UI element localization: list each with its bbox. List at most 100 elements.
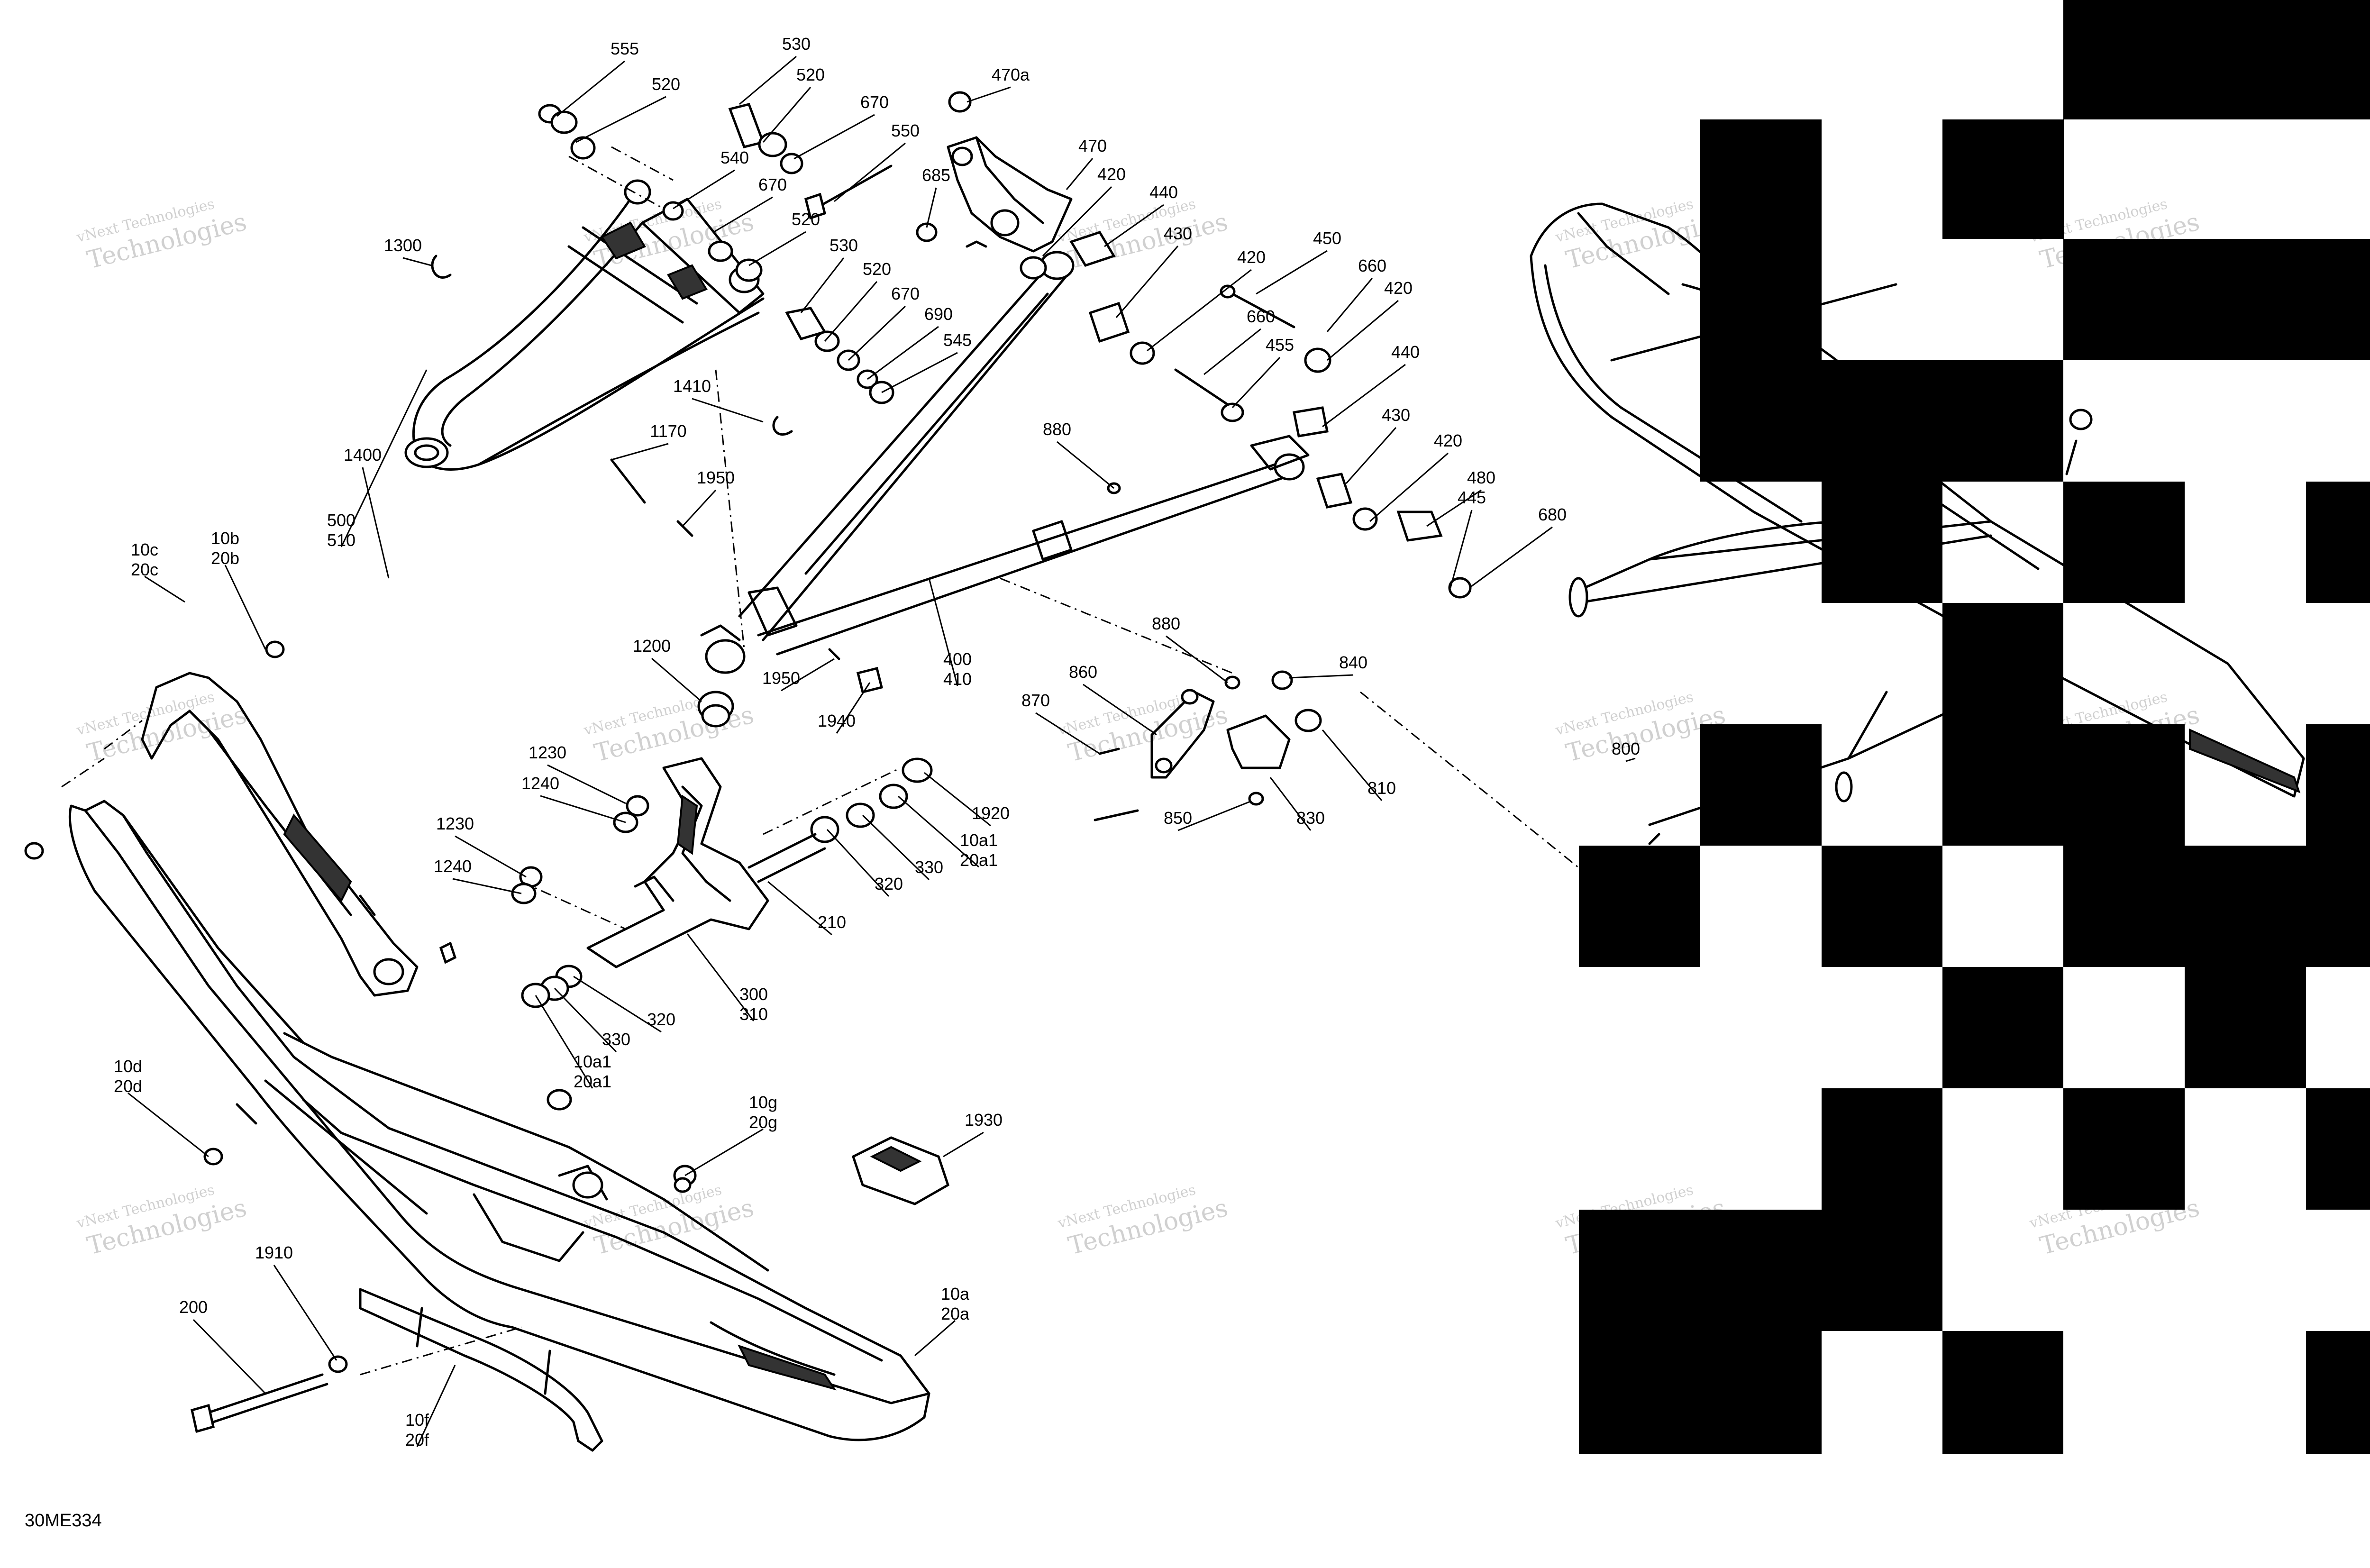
part-number-label: 1300 [384, 236, 422, 255]
part-number-label: 10b [211, 529, 239, 548]
part-number-label: 20a1 [574, 1072, 611, 1091]
part-number-label: 1910 [255, 1243, 293, 1262]
leader-line [848, 305, 906, 361]
spindle [511, 691, 933, 1111]
part-number-label: 555 [611, 39, 639, 58]
leader-line [455, 835, 527, 878]
callout-520d: 520 [824, 259, 891, 342]
leader-line [1203, 328, 1261, 375]
leader-line [1322, 729, 1383, 801]
part-number-label: 1230 [529, 743, 566, 762]
part-number-label: 420 [1097, 164, 1126, 184]
bracket-470 [916, 91, 1073, 253]
upper-arm-hardware [431, 103, 894, 404]
part-number-label: 540 [720, 148, 749, 167]
leader-line [793, 114, 875, 160]
leader-line [924, 772, 991, 827]
callout-440b: 440 [1322, 342, 1420, 428]
part-number-label: 1240 [434, 857, 472, 876]
part-number-label: 445 [1458, 488, 1486, 507]
part-number-label: 470a [992, 65, 1030, 84]
callout-880a: 880 [1043, 419, 1114, 489]
part-number-label: 300 [739, 985, 768, 1004]
part-number-label: 690 [924, 304, 953, 324]
part-number-label: 320 [875, 874, 903, 893]
part-number-label: 1170 [650, 421, 686, 441]
part-number-label: 800 [1612, 739, 1640, 758]
part-number-label: 500 [327, 511, 356, 530]
callout-850: 850 [1164, 800, 1252, 831]
part-number-label: 430 [1164, 224, 1192, 243]
leader-line [1625, 757, 1636, 762]
part-number-label: 510 [327, 530, 356, 550]
part-number-label: 320 [647, 1010, 675, 1029]
leader-line [767, 881, 832, 936]
leader-line [684, 1128, 764, 1176]
callout-430a: 430 [1115, 224, 1192, 318]
part-number-label: 530 [830, 236, 858, 255]
leader-line [1057, 441, 1114, 489]
callout-420a: 420 [1042, 164, 1126, 257]
part-number-label: 860 [1069, 662, 1097, 682]
callout-470a: 470a [966, 65, 1030, 103]
callout-420c: 420 [1327, 278, 1413, 361]
callout-320a: 320 [826, 829, 903, 897]
callout-685: 685 [922, 165, 950, 228]
part-number-label: 520 [863, 259, 891, 279]
part-number-label: 10a [941, 1284, 970, 1304]
leader-line [1326, 278, 1373, 332]
part-number-label: 550 [891, 121, 920, 140]
part-number-label: 670 [891, 284, 920, 303]
callout-690: 690 [867, 304, 953, 380]
callout-670b: 670 [713, 175, 787, 233]
leader-line [862, 814, 930, 881]
part-number-label: 670 [758, 175, 787, 194]
leader-line [1042, 186, 1112, 257]
part-number-label: 545 [943, 330, 972, 350]
callout-1400: 1400 [344, 445, 390, 579]
part-number-label: 420 [1237, 247, 1266, 267]
part-number-label: 480 [1467, 468, 1495, 487]
lower-arm-hardware [610, 230, 1472, 694]
part-number-label: 670 [860, 92, 889, 112]
part-number-label: 1200 [633, 636, 671, 656]
leader-line [402, 257, 432, 266]
callout-800: 800 [1612, 739, 1640, 762]
part-number-label: 440 [1149, 182, 1178, 202]
callout-520b: 520 [575, 74, 680, 143]
leader-line [1289, 674, 1354, 679]
part-number-label: 520 [796, 65, 825, 84]
leader-line [834, 142, 906, 202]
part-number-label: 330 [602, 1030, 630, 1049]
leader-line [1104, 204, 1164, 247]
leader-line [713, 196, 773, 233]
leader-line [881, 352, 958, 393]
leader-line [1269, 777, 1312, 831]
part-number-label: 1940 [818, 711, 856, 730]
leader-line [554, 987, 617, 1053]
callout-830: 830 [1269, 777, 1325, 831]
part-number-label: 470 [1078, 136, 1107, 155]
part-number-label: 1930 [965, 1110, 1003, 1130]
callout-550: 550 [834, 121, 920, 202]
callout-1170: 1170 [611, 421, 687, 461]
leader-line [340, 369, 428, 547]
leader-line [748, 231, 806, 266]
leader-line [966, 86, 1011, 103]
leader-line [1066, 158, 1094, 190]
part-number-label: 685 [922, 165, 950, 185]
callout-670a: 670 [793, 92, 889, 160]
part-number-label: 830 [1296, 808, 1325, 828]
callout-1230b: 1230 [436, 814, 527, 878]
callout-1940: 1940 [818, 682, 871, 734]
part-number-label: 20b [211, 548, 239, 568]
part-number-label: 400 [943, 649, 972, 669]
part-number-label: 520 [652, 74, 680, 94]
